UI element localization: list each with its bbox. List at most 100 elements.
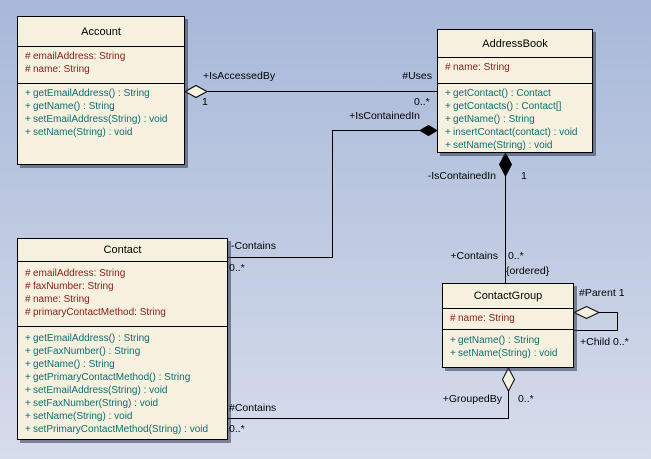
visibility-marker: # [25,281,31,292]
multiplicity-label-groupedby: 0..* [518,393,534,405]
class-contact-methods: +getEmailAddress() : String +getFaxNumbe… [18,326,227,439]
visibility-marker: + [25,424,31,435]
visibility-marker: + [25,346,31,357]
visibility-marker: + [445,140,451,151]
multiplicity-label-contact-contains-hash: 0..* [229,423,245,435]
method-text: getName() : String [453,114,535,125]
role-label-isaccessedby: +IsAccessedBy [203,70,276,82]
class-contact-title: Contact [103,244,142,256]
visibility-marker: + [25,333,31,344]
attribute-text: name: String [453,62,510,73]
connector-contact-addressbook[interactable] [227,130,420,258]
role-label-uses: #Uses [402,70,432,82]
role-label-contains-minus: -Contains [231,240,276,252]
method-row: +insertContact(contact) : void [438,126,592,139]
method-row: +getName() : String [18,100,184,113]
visibility-marker: + [445,127,451,138]
role-label-iscontainedin-plus: +IsContainedIn [349,110,420,122]
class-account-attributes: #emailAddress: String #name: String [18,46,184,83]
multiplicity-label-contactgroup-contains: 0..* [508,250,524,262]
visibility-marker: # [25,268,31,279]
visibility-marker: + [25,398,31,409]
method-text: setName(String) : void [33,411,133,422]
multiplicity-label-addressbook-one: 1 [521,170,527,182]
visibility-marker: # [25,51,31,62]
role-label-iscontainedin-minus: -IsContainedIn [427,170,496,182]
multiplicity-label-account: 1 [202,96,208,108]
attribute-row: #emailAddress: String [18,267,227,280]
attribute-text: name: String [458,313,515,324]
class-contact[interactable]: Contact #emailAddress: String #faxNumber… [17,238,228,440]
visibility-marker: # [450,313,456,324]
connector-contactgroup-contact[interactable] [227,391,509,419]
visibility-marker: # [25,307,31,318]
connector-contactgroup-self[interactable] [574,312,618,331]
visibility-marker: + [25,385,31,396]
class-contactgroup-title: ContactGroup [473,290,543,302]
class-account-methods: +getEmailAddress() : String +getName() :… [18,83,184,164]
multiplicity-label-contact-contains: 0..* [229,262,245,274]
role-label-groupedby: +GroupedBy [442,393,502,405]
method-row: +setEmailAddress(String) : void [18,384,227,397]
class-contactgroup-methods: +getName() : String +setName(String) : v… [443,329,573,367]
attribute-text: emailAddress: String [33,51,126,62]
method-row: +getName() : String [443,334,573,347]
method-text: getName() : String [33,101,115,112]
method-text: setPrimaryContactMethod(String) : void [33,424,209,435]
method-row: +getPrimaryContactMethod() : String [18,371,227,384]
role-label-parent: #Parent 1 [579,287,625,299]
method-row: +getEmailAddress() : String [18,87,184,100]
attribute-row: #emailAddress: String [18,50,184,63]
attribute-text: emailAddress: String [33,268,126,279]
class-addressbook[interactable]: AddressBook #name: String +getContact() … [437,29,593,153]
method-text: setEmailAddress(String) : void [33,114,168,125]
method-row: +setName(String) : void [438,139,592,152]
method-row: +setEmailAddress(String) : void [18,113,184,126]
class-account[interactable]: Account #emailAddress: String #name: Str… [17,16,185,165]
visibility-marker: + [445,88,451,99]
attribute-row: #name: String [438,61,592,74]
class-contact-attributes: #emailAddress: String #faxNumber: String… [18,261,227,326]
visibility-marker: + [25,411,31,422]
aggregation-diamond-icon-contactgroup-right [572,305,601,320]
visibility-marker: # [445,62,451,73]
role-label-contains-plus: +Contains [450,250,498,262]
visibility-marker: + [25,372,31,383]
method-text: getEmailAddress() : String [33,88,150,99]
class-addressbook-methods: +getContact() : Contact +getContacts() :… [438,83,592,152]
method-text: getFaxNumber() : String [33,346,141,357]
method-text: setEmailAddress(String) : void [33,385,168,396]
method-row: +getFaxNumber() : String [18,345,227,358]
visibility-marker: + [25,114,31,125]
visibility-marker: + [25,127,31,138]
method-row: +getEmailAddress() : String [18,332,227,345]
composition-diamond-icon-addressbook-bottom [498,151,513,178]
class-contactgroup[interactable]: ContactGroup #name: String +getName() : … [442,283,574,368]
constraint-label-ordered: {ordered} [506,265,550,277]
aggregation-diamond-icon-account [183,84,209,99]
method-text: getName() : String [458,335,540,346]
attribute-text: name: String [33,294,90,305]
method-text: setName(String) : void [453,140,553,151]
composition-diamond-icon-addressbook-left [419,124,438,137]
method-text: setName(String) : void [33,127,133,138]
class-addressbook-title: AddressBook [482,37,548,50]
attribute-row: #primaryContactMethod: String [18,306,227,319]
method-row: +setName(String) : void [443,347,573,360]
visibility-marker: + [445,101,451,112]
method-row: +setName(String) : void [18,410,227,423]
method-text: getEmailAddress() : String [33,333,150,344]
method-text: getName() : String [33,359,115,370]
attribute-text: faxNumber: String [33,281,114,292]
visibility-marker: + [25,88,31,99]
visibility-marker: # [25,64,31,75]
aggregation-diamond-icon-contactgroup-bottom [501,366,516,393]
role-label-child: +Child 0..* [580,336,629,348]
method-row: +getName() : String [18,358,227,371]
multiplicity-label-addressbook-uses: 0..* [414,96,430,108]
visibility-marker: + [25,101,31,112]
method-text: setName(String) : void [458,348,558,359]
attribute-text: primaryContactMethod: String [33,307,166,318]
